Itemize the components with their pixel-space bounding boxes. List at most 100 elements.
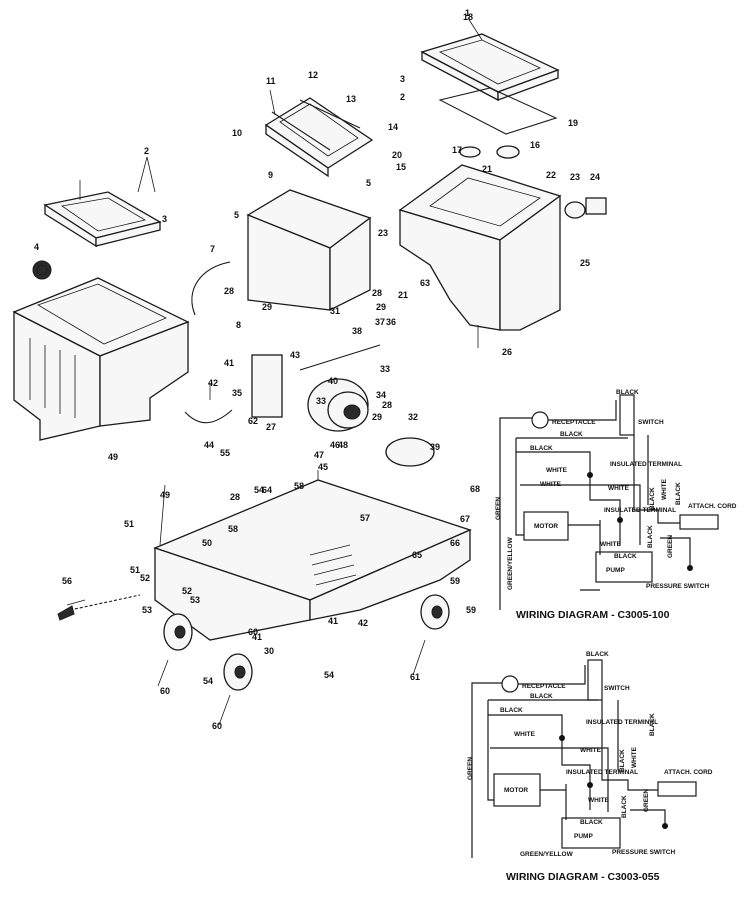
part-number: 18 — [463, 12, 473, 22]
solution-tank-lid — [420, 33, 560, 102]
part-number: 5 — [366, 178, 371, 188]
part-number: 11 — [266, 76, 276, 86]
wiring-label: RECEPTACLE — [552, 419, 596, 426]
part-number: 22 — [546, 170, 556, 180]
wiring-label: BLACK — [675, 482, 682, 505]
wiring-label: BLACK — [586, 651, 609, 658]
part-number: 37 — [375, 317, 385, 327]
pump-hose — [184, 409, 233, 424]
part-number: 51 — [124, 519, 134, 529]
part-number: 45 — [318, 462, 328, 472]
part-number: 41 — [328, 616, 338, 626]
part-number: 29 — [376, 302, 386, 312]
wiring-label: INSULATED TERMINAL — [604, 507, 676, 514]
wiring-label: BLACK — [621, 795, 628, 818]
power-cord — [57, 594, 141, 621]
part-number: 7 — [210, 244, 215, 254]
part-number: 68 — [470, 484, 480, 494]
part-number: 42 — [358, 618, 368, 628]
part-number: 21 — [482, 164, 492, 174]
wiring-diagram-c3005-100: RECEPTACLE SWITCH BLACK BLACK BLACK WHIT… — [495, 389, 737, 621]
part-number: 25 — [580, 258, 590, 268]
wiring-label: GREEN — [467, 757, 474, 780]
wiring-label: WHITE — [580, 747, 602, 754]
base-chassis — [153, 470, 472, 641]
part-number: 59 — [450, 576, 460, 586]
part-number: 21 — [398, 290, 408, 300]
part-number: 5 — [234, 210, 239, 220]
wiring-label: PUMP — [606, 567, 625, 574]
wiring-label: WHITE — [608, 485, 630, 492]
part-number: 41 — [252, 632, 262, 642]
part-number: 1 — [465, 8, 470, 18]
wiring-label: WHITE — [588, 797, 610, 804]
part-number: 4 — [34, 242, 39, 252]
part-number: 47 — [314, 450, 324, 460]
wiring-diagram-title: WIRING DIAGRAM - C3003-055 — [506, 871, 660, 883]
part-number: 60 — [248, 627, 258, 637]
part-number: 52 — [182, 586, 192, 596]
part-number: 64 — [262, 485, 272, 495]
part-number-labels: 1 2 2 3 3 4 5 5 7 8 9 10 11 12 13 14 15 … — [34, 8, 600, 731]
part-number: 55 — [220, 448, 230, 458]
wiring-label: PRESSURE SWITCH — [646, 583, 710, 590]
part-number: 53 — [142, 605, 152, 615]
part-number: 54 — [254, 485, 264, 495]
wiring-label: BLACK — [649, 713, 656, 736]
wiring-label: GREEN/YELLOW — [507, 536, 514, 590]
wiring-label: WHITE — [600, 541, 622, 548]
part-number: 15 — [396, 162, 406, 172]
part-number: 49 — [108, 452, 118, 462]
wiring-label: BLACK — [619, 749, 626, 772]
part-number: 53 — [190, 595, 200, 605]
part-number: 9 — [268, 170, 273, 180]
wiring-label: PUMP — [574, 833, 593, 840]
wiring-label: GREEN/YELLOW — [520, 851, 574, 858]
part-number: 60 — [212, 721, 222, 731]
wiring-label: GREEN — [643, 789, 650, 812]
part-number: 31 — [330, 306, 340, 316]
wiring-label: BLACK — [616, 389, 639, 396]
part-number: 26 — [502, 347, 512, 357]
wiring-label: BLACK — [614, 553, 637, 560]
part-number: 50 — [202, 538, 212, 548]
wiring-diagram-title: WIRING DIAGRAM - C3005-100 — [516, 609, 670, 621]
wiring-label: MOTOR — [504, 787, 528, 794]
recovery-tank-lid — [43, 191, 162, 248]
part-number: 61 — [410, 672, 420, 682]
strainer — [32, 260, 52, 280]
part-number: 14 — [388, 122, 398, 132]
part-number: 3 — [162, 214, 167, 224]
wiring-label: SWITCH — [638, 419, 664, 426]
wiring-label: GREEN — [495, 497, 502, 520]
part-number: 28 — [382, 400, 392, 410]
part-number: 58 — [294, 481, 304, 491]
solution-tank — [398, 164, 562, 331]
part-number: 33 — [380, 364, 390, 374]
part-number: 23 — [378, 228, 388, 238]
wiring-label: BLACK — [560, 431, 583, 438]
part-number: 20 — [392, 150, 402, 160]
wiring-label: WHITE — [631, 746, 638, 768]
wiring-label: INSULATED TERMINAL — [610, 461, 682, 468]
part-number: 44 — [204, 440, 214, 450]
part-number: 56 — [62, 576, 72, 586]
part-number: 3 — [400, 74, 405, 84]
part-number: 58 — [228, 524, 238, 534]
wiring-label: GREEN — [667, 535, 674, 558]
wiring-label: SWITCH — [604, 685, 630, 692]
wiring-label: BLACK — [500, 707, 523, 714]
part-number: 42 — [208, 378, 218, 388]
part-number: 19 — [568, 118, 578, 128]
part-number: 2 — [144, 146, 149, 156]
part-number: 29 — [262, 302, 272, 312]
part-number: 65 — [412, 550, 422, 560]
wiring-label: BLACK — [530, 693, 553, 700]
wiring-label: ATTACH. CORD — [664, 769, 713, 776]
recovery-tank — [12, 277, 190, 441]
part-number: 30 — [264, 646, 274, 656]
part-number: 57 — [360, 513, 370, 523]
wiring-label: PRESSURE SWITCH — [612, 849, 676, 856]
part-number: 62 — [248, 416, 258, 426]
